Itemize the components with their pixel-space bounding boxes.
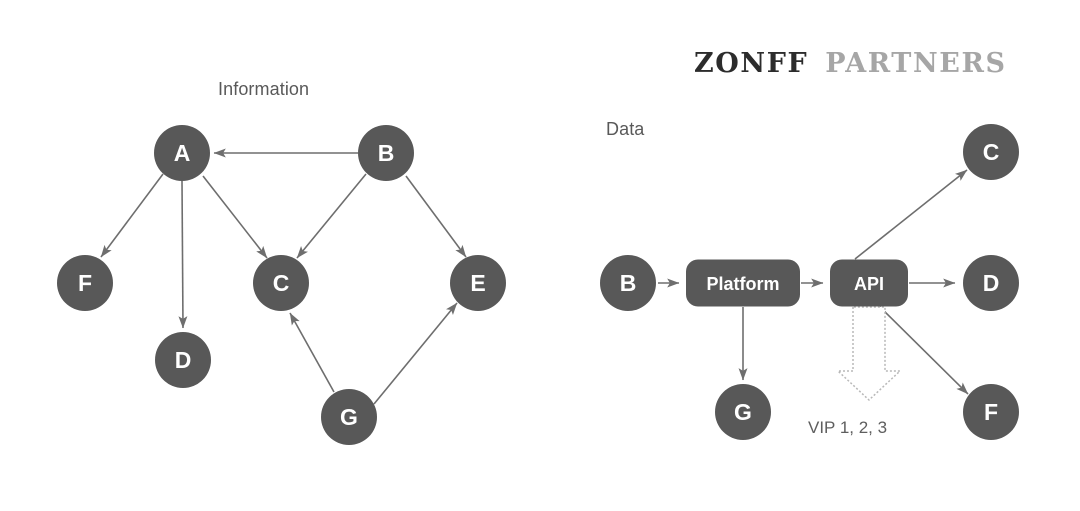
data-section-label: Data [606, 119, 645, 139]
edge-G-to-C [289, 312, 335, 393]
edge-B-to-E [405, 175, 467, 258]
node-D-right[interactable]: D [963, 255, 1019, 311]
right-panel-edges [658, 169, 969, 395]
left-panel-edges [100, 148, 467, 405]
node-D-left-label: D [175, 347, 192, 373]
node-D-left[interactable]: D [155, 332, 211, 388]
node-B-left-label: B [378, 140, 395, 166]
node-C-left-label: C [273, 270, 290, 296]
left-panel-nodes: A B F C E D G [57, 125, 506, 445]
node-G-right-label: G [734, 399, 752, 425]
edge-A-to-C [202, 175, 268, 259]
edge-API-to-C [854, 169, 968, 260]
node-platform[interactable]: Platform [686, 259, 800, 307]
node-F-right[interactable]: F [963, 384, 1019, 440]
edge-API-to-F [879, 306, 969, 395]
node-F-right-label: F [984, 399, 998, 425]
node-C-right[interactable]: C [963, 124, 1019, 180]
vip-block-arrow [836, 306, 902, 402]
edge-B-to-C [296, 173, 367, 259]
edge-A-to-D [178, 180, 188, 329]
edge-G-to-E [373, 302, 458, 405]
node-F-left[interactable]: F [57, 255, 113, 311]
right-panel-nodes: B Platform API C D F [600, 124, 1019, 440]
zonff-partners-logo: ZONFF PARTNERS [694, 48, 1007, 79]
node-api[interactable]: API [830, 259, 908, 307]
node-A[interactable]: A [154, 125, 210, 181]
node-B-right-label: B [620, 270, 637, 296]
node-D-right-label: D [983, 270, 1000, 296]
node-G-left-label: G [340, 404, 358, 430]
vip-block-arrow-label: VIP 1, 2, 3 [808, 418, 888, 437]
node-api-label: API [854, 274, 884, 294]
node-B-right[interactable]: B [600, 255, 656, 311]
node-C-right-label: C [983, 139, 1000, 165]
node-G-right[interactable]: G [715, 384, 771, 440]
node-C-left[interactable]: C [253, 255, 309, 311]
node-G-left[interactable]: G [321, 389, 377, 445]
node-E-left-label: E [470, 270, 485, 296]
information-section-label: Information [218, 79, 310, 99]
node-A-label: A [174, 140, 191, 166]
logo-word-partners: PARTNERS [825, 48, 1007, 79]
node-platform-label: Platform [706, 274, 779, 294]
edge-A-to-F [100, 173, 164, 258]
node-B-left[interactable]: B [358, 125, 414, 181]
node-F-left-label: F [78, 270, 92, 296]
logo-word-zonff: ZONFF [694, 48, 809, 79]
node-E-left[interactable]: E [450, 255, 506, 311]
